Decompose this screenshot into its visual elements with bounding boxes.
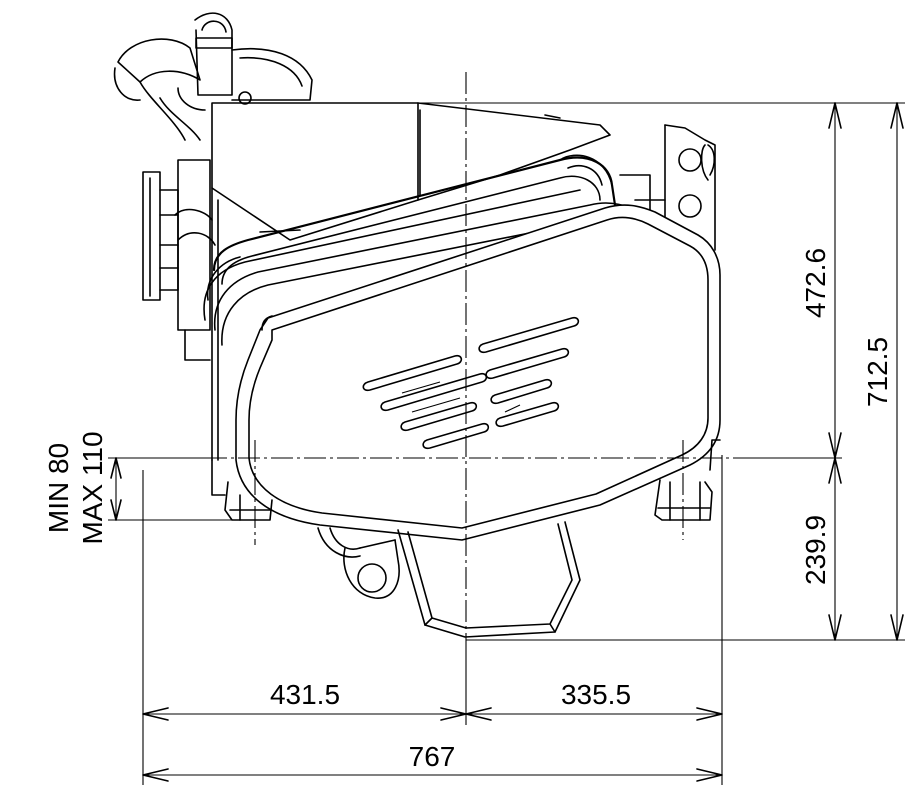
left-mount-assembly	[142, 159, 216, 361]
dim-upper-height: 472.6	[800, 248, 831, 318]
dim-right-width: 335.5	[561, 679, 631, 710]
dimension-lines	[108, 102, 905, 785]
cover-vents	[362, 316, 580, 450]
dimension-labels: 431.5 335.5 767 472.6 712.5 239.9 MIN 80…	[43, 248, 893, 772]
right-foot-mount	[654, 439, 721, 521]
dim-total-height: 712.5	[862, 337, 893, 407]
oil-filter	[317, 527, 400, 599]
front-cover-panel	[235, 204, 721, 541]
oil-pan	[397, 521, 581, 638]
right-bracket	[619, 124, 716, 251]
dim-left-width: 431.5	[270, 679, 340, 710]
dim-total-width: 767	[409, 741, 456, 772]
center-lines	[205, 72, 740, 640]
dim-max-label: MAX 110	[77, 431, 108, 544]
turbo-pipes	[113, 12, 313, 141]
engine-outline	[113, 12, 721, 638]
dim-lower-height: 239.9	[800, 515, 831, 585]
dim-min-label: MIN 80	[43, 443, 74, 533]
